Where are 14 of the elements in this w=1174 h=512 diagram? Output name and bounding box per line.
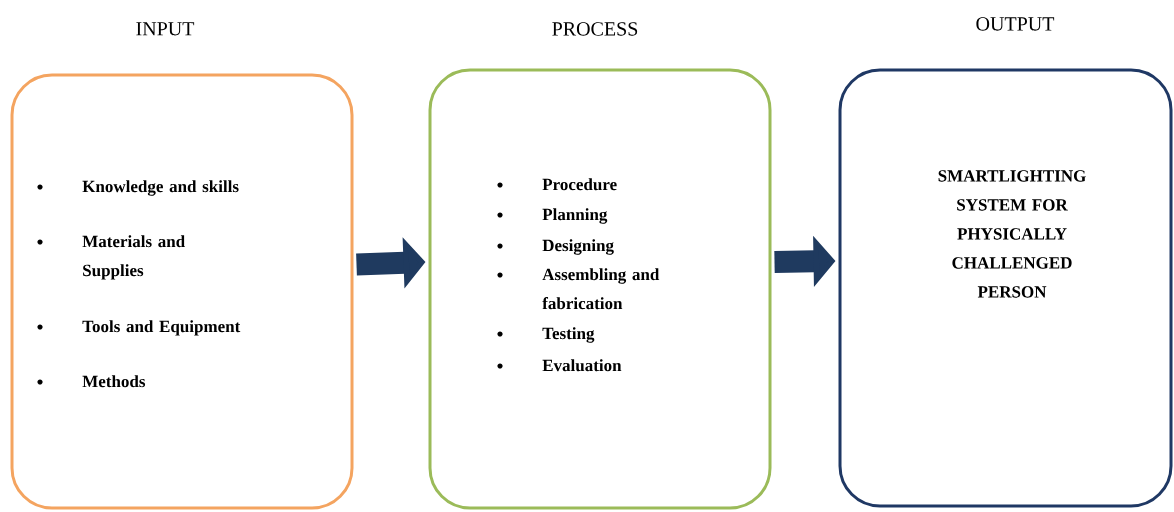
list-item: Tools and Equipment: [82, 320, 241, 336]
list-item: Materials and Supplies: [82, 235, 185, 280]
output-text: SMARTLIGHTING SYSTEM FOR PHYSICALLY CHALLENGED PERSON: [938, 170, 1086, 298]
list-item: Planning: [542, 208, 608, 224]
list-item: Designing: [542, 239, 614, 255]
list-item: Knowledge and skills: [82, 180, 239, 196]
list-item: Evaluation: [542, 359, 622, 372]
list-item: Methods: [82, 375, 146, 388]
heading: PROCESS: [552, 22, 638, 36]
list-item: Procedure: [542, 178, 617, 191]
heading: INPUT: [136, 22, 195, 36]
heading: OUTPUT: [976, 17, 1055, 31]
list-item: Assembling and fabrication: [542, 268, 660, 310]
list-item: Testing: [542, 327, 595, 343]
